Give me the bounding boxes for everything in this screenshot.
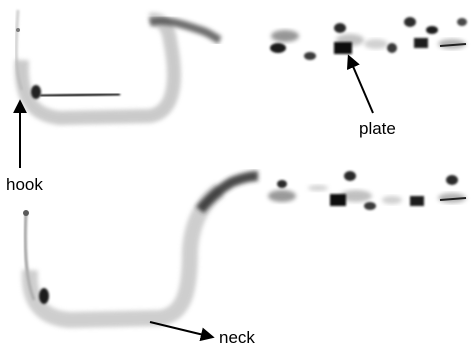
neck-label: neck — [219, 329, 255, 346]
hooked-cell-bottom — [23, 176, 258, 320]
plate-fragments-bottom — [268, 171, 466, 210]
hooked-cell-top — [16, 10, 220, 118]
neck-arrow — [150, 322, 212, 337]
plate-arrow — [349, 57, 373, 113]
plate-fragments-top — [270, 17, 467, 60]
hook-label: hook — [6, 176, 43, 193]
plate-label: plate — [359, 120, 396, 137]
annotation-arrows — [20, 57, 373, 337]
